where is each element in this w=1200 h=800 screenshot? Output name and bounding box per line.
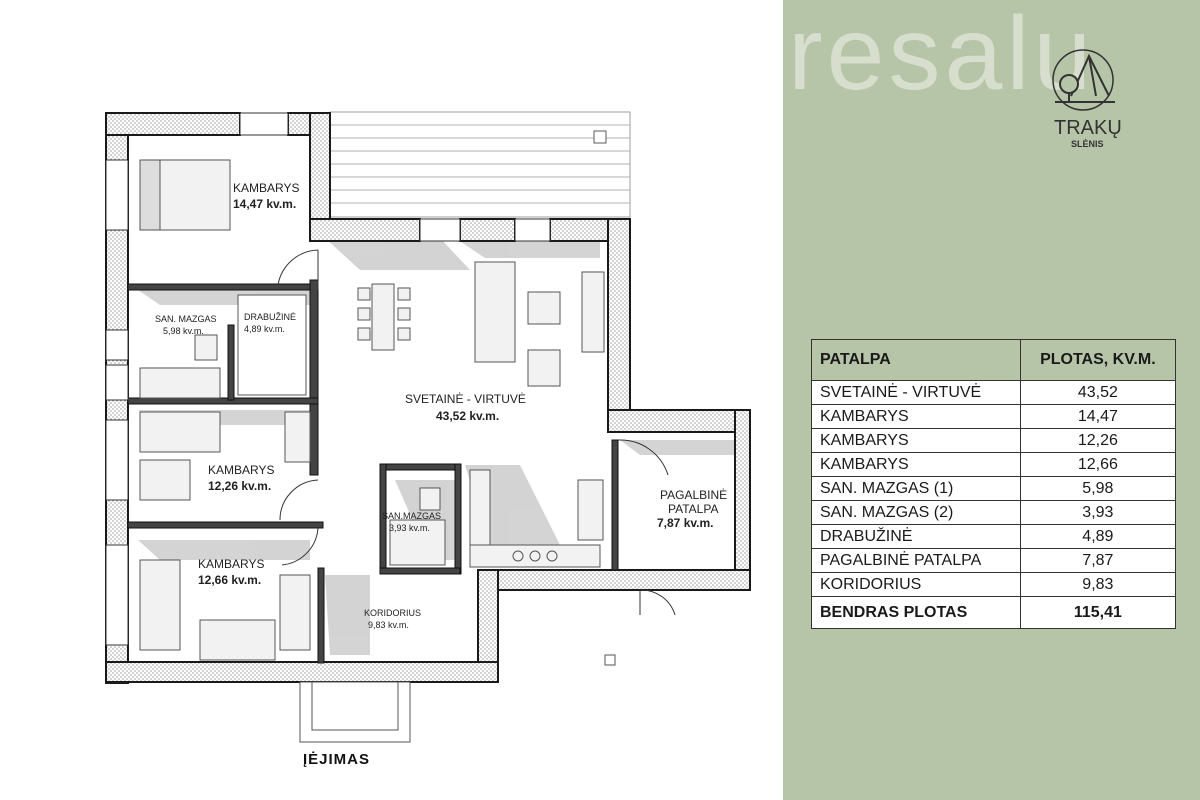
row-area: 4,89 <box>1019 524 1177 549</box>
room-wardrobe-name: DRABUŽINĖ <box>244 312 296 322</box>
room-corridor-name: KORIDORIUS <box>364 608 421 618</box>
brand-watermark: resalu <box>788 0 1096 112</box>
total-value: 115,41 <box>1019 596 1177 629</box>
room-living-name: SVETAINĖ - VIRTUVĖ <box>405 392 526 406</box>
row-area: 7,87 <box>1019 548 1177 573</box>
row-room: SVETAINĖ - VIRTUVĖ <box>811 380 1021 405</box>
total-row: BENDRAS PLOTAS 115,41 <box>811 596 1177 629</box>
room-bathroom1-name: SAN. MAZGAS <box>155 314 217 324</box>
logo-name: TRAKŲ <box>1054 117 1122 139</box>
row-area: 12,26 <box>1019 428 1177 453</box>
room-utility-name-1: PAGALBINĖ <box>660 488 727 502</box>
row-room: KAMBARYS <box>811 452 1021 477</box>
row-room: KORIDORIUS <box>811 572 1021 597</box>
traku-slenis-logo: TRAKŲ SLĖNIS <box>1052 49 1122 149</box>
row-area: 3,93 <box>1019 500 1177 525</box>
room-living-area: 43,52 kv.m. <box>436 409 499 423</box>
doors <box>277 249 676 616</box>
room-utility-area: 7,87 kv.m. <box>657 516 713 530</box>
row-room: KAMBARYS <box>811 404 1021 429</box>
inner-walls <box>127 279 619 664</box>
row-room: KAMBARYS <box>811 428 1021 453</box>
entrance-label: ĮĖJIMAS <box>303 751 370 768</box>
furniture <box>139 159 616 743</box>
row-area: 12,66 <box>1019 452 1177 477</box>
row-area: 43,52 <box>1019 380 1177 405</box>
room-wardrobe-area: 4,89 kv.m. <box>244 324 285 334</box>
row-room: SAN. MAZGAS (2) <box>811 500 1021 525</box>
floor-plan: KAMBARYS 14,47 kv.m. SAN. MAZGAS 5,98 kv… <box>105 111 751 768</box>
room-bedroom2-area: 12,26 kv.m. <box>208 479 271 493</box>
header-area: PLOTAS, KV.M. <box>1019 339 1177 381</box>
row-area: 5,98 <box>1019 476 1177 501</box>
room-corridor-area: 9,83 kv.m. <box>368 620 409 630</box>
room-bathroom2-name: SAN.MAZGAS <box>382 511 441 521</box>
row-room: PAGALBINĖ PATALPA <box>811 548 1021 573</box>
header-room: PATALPA <box>811 339 1021 381</box>
area-table-header: PATALPA PLOTAS, KV.M. <box>811 339 1177 381</box>
table-row: SAN. MAZGAS (2)3,93 <box>811 500 1177 525</box>
room-bedroom1-area: 14,47 kv.m. <box>233 197 296 211</box>
row-area: 14,47 <box>1019 404 1177 429</box>
row-room: DRABUŽINĖ <box>811 524 1021 549</box>
row-area: 9,83 <box>1019 572 1177 597</box>
windows <box>105 112 551 646</box>
table-row: SAN. MAZGAS (1)5,98 <box>811 476 1177 501</box>
room-bathroom1-area: 5,98 kv.m. <box>163 326 204 336</box>
room-bedroom3-area: 12,66 kv.m. <box>198 573 261 587</box>
room-bathroom2-area: 3,93 kv.m. <box>389 523 430 533</box>
info-panel: resalu TRAKŲ SLĖNIS PATALPA PLOTAS, KV.M… <box>783 0 1200 800</box>
room-bedroom3-name: KAMBARYS <box>198 557 264 571</box>
room-bedroom2-name: KAMBARYS <box>208 463 274 477</box>
total-label: BENDRAS PLOTAS <box>811 596 1021 629</box>
terrace <box>329 111 631 218</box>
room-bedroom1-name: KAMBARYS <box>233 181 299 195</box>
logo-sub: SLĖNIS <box>1071 139 1104 149</box>
room-utility-name-2: PATALPA <box>668 502 718 516</box>
row-room: SAN. MAZGAS (1) <box>811 476 1021 501</box>
area-table: PATALPA PLOTAS, KV.M. SVETAINĖ - VIRTUVĖ… <box>811 339 1177 629</box>
